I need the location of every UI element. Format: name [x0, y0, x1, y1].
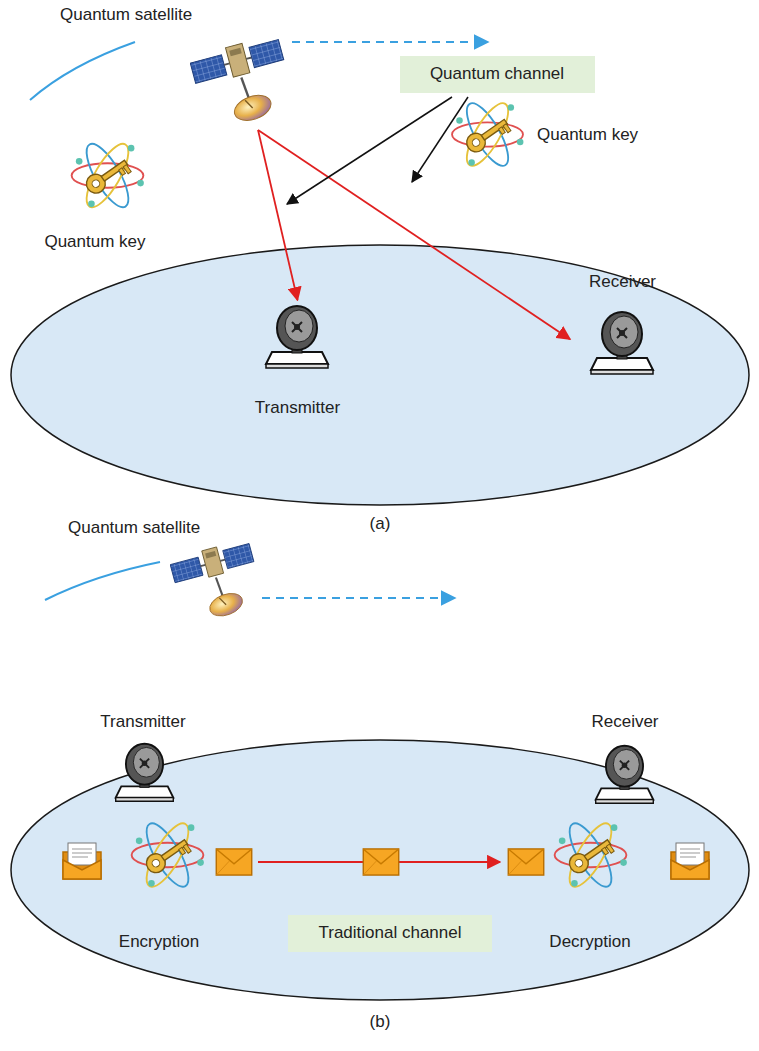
encryption-node: Encryption	[60, 812, 258, 952]
node-label: Encryption	[119, 932, 199, 952]
station-node: Receiver	[570, 712, 680, 808]
key-node: Quantum key	[445, 100, 655, 170]
satellite-node: Quantum satellite	[60, 5, 290, 130]
panel-label: (b)	[370, 1012, 391, 1032]
node-label: Traditional channel	[318, 923, 461, 943]
orbit-direction	[292, 41, 488, 43]
envelope	[363, 849, 398, 875]
dish-icon	[596, 746, 654, 804]
open-envelope	[63, 843, 101, 879]
key-icon	[72, 138, 144, 212]
open-envelope	[671, 843, 709, 879]
node-label: Quantum satellite	[60, 5, 192, 25]
node-label: Transmitter	[100, 712, 185, 732]
orbit-direction	[262, 597, 455, 599]
orbit-arc	[30, 42, 135, 100]
node-label: Decryption	[549, 932, 630, 952]
channel-box: Traditional channel	[288, 915, 492, 952]
satellite-icon	[169, 539, 255, 621]
station-node: Transmitter	[240, 300, 355, 418]
key-icon	[555, 818, 627, 892]
key-node: Quantum key	[30, 140, 160, 252]
dish-icon	[266, 306, 328, 368]
dish-icon	[116, 744, 174, 802]
node-label: Quantum key	[537, 125, 638, 145]
key-icon	[132, 818, 204, 892]
ground-region	[11, 245, 749, 505]
envelope	[216, 849, 251, 875]
node-label: Receiver	[589, 272, 656, 292]
node-label: Quantum satellite	[68, 518, 200, 538]
ground-region	[11, 740, 749, 1000]
station-node: Receiver	[570, 272, 675, 384]
envelope	[508, 849, 543, 875]
key-icon	[452, 98, 523, 172]
node-label: Transmitter	[255, 398, 340, 418]
signal-arrow	[258, 130, 570, 339]
pointer-arrow	[412, 97, 468, 182]
pointer-arrow	[287, 97, 452, 204]
node-label: Receiver	[591, 712, 658, 732]
node-label: Quantum key	[44, 232, 145, 252]
orbit-arc	[45, 562, 160, 600]
satellite-node: Quantum satellite	[68, 518, 268, 618]
channel-box: Quantum channel	[400, 56, 595, 93]
satellite-icon	[189, 34, 285, 125]
panel-label: (a)	[370, 514, 391, 534]
decryption-node: Decryption	[500, 812, 680, 952]
station-node: Transmitter	[88, 712, 198, 806]
node-label: Quantum channel	[430, 64, 564, 84]
signal-arrow	[258, 130, 297, 300]
dish-icon	[591, 312, 653, 374]
